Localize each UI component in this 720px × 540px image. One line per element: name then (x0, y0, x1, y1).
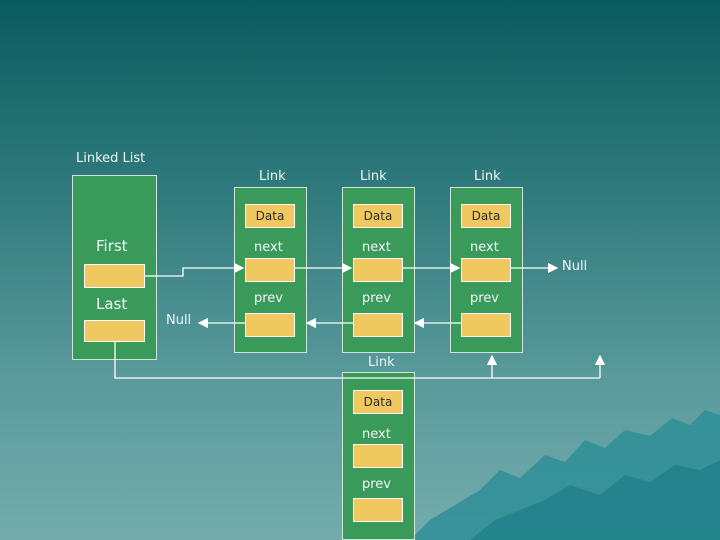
node-3-prev-label: prev (470, 291, 500, 306)
node-1-prev-label: prev (254, 291, 284, 306)
node-1-title: Link (259, 169, 286, 184)
node-3-next-label: next (470, 240, 499, 255)
node-3-next-field (461, 258, 511, 282)
new-node-next-field (353, 444, 403, 468)
new-node-data: Data (353, 390, 403, 414)
node-2-next-field (353, 258, 403, 282)
new-node-prev-field (353, 498, 403, 522)
node-3-data: Data (461, 204, 511, 228)
node-3-prev-field (461, 313, 511, 337)
last-label: Last (96, 295, 128, 313)
null-left-label: Null (166, 313, 192, 328)
first-label: First (96, 237, 128, 255)
node-1-prev-field (245, 313, 295, 337)
null-right-label: Null (562, 259, 588, 274)
list-title: Linked List (76, 151, 146, 166)
node-2-title: Link (360, 169, 387, 184)
node-2-next-label: next (362, 240, 391, 255)
node-2-prev-field (353, 313, 403, 337)
node-2-prev-label: prev (362, 291, 392, 306)
last-bottom-route (114, 342, 600, 379)
node-1-next-field (245, 258, 295, 282)
new-node-prev-label: prev (362, 477, 392, 492)
node-1-data: Data (245, 204, 295, 228)
first-to-node1-arrow (145, 262, 245, 277)
new-node-title: Link (368, 355, 395, 370)
last-pointer-field (84, 320, 145, 342)
node-1-next-label: next (254, 240, 283, 255)
node-3-title: Link (474, 169, 501, 184)
node-2-data: Data (353, 204, 403, 228)
first-pointer-field (84, 264, 145, 288)
new-node-next-label: next (362, 427, 391, 442)
